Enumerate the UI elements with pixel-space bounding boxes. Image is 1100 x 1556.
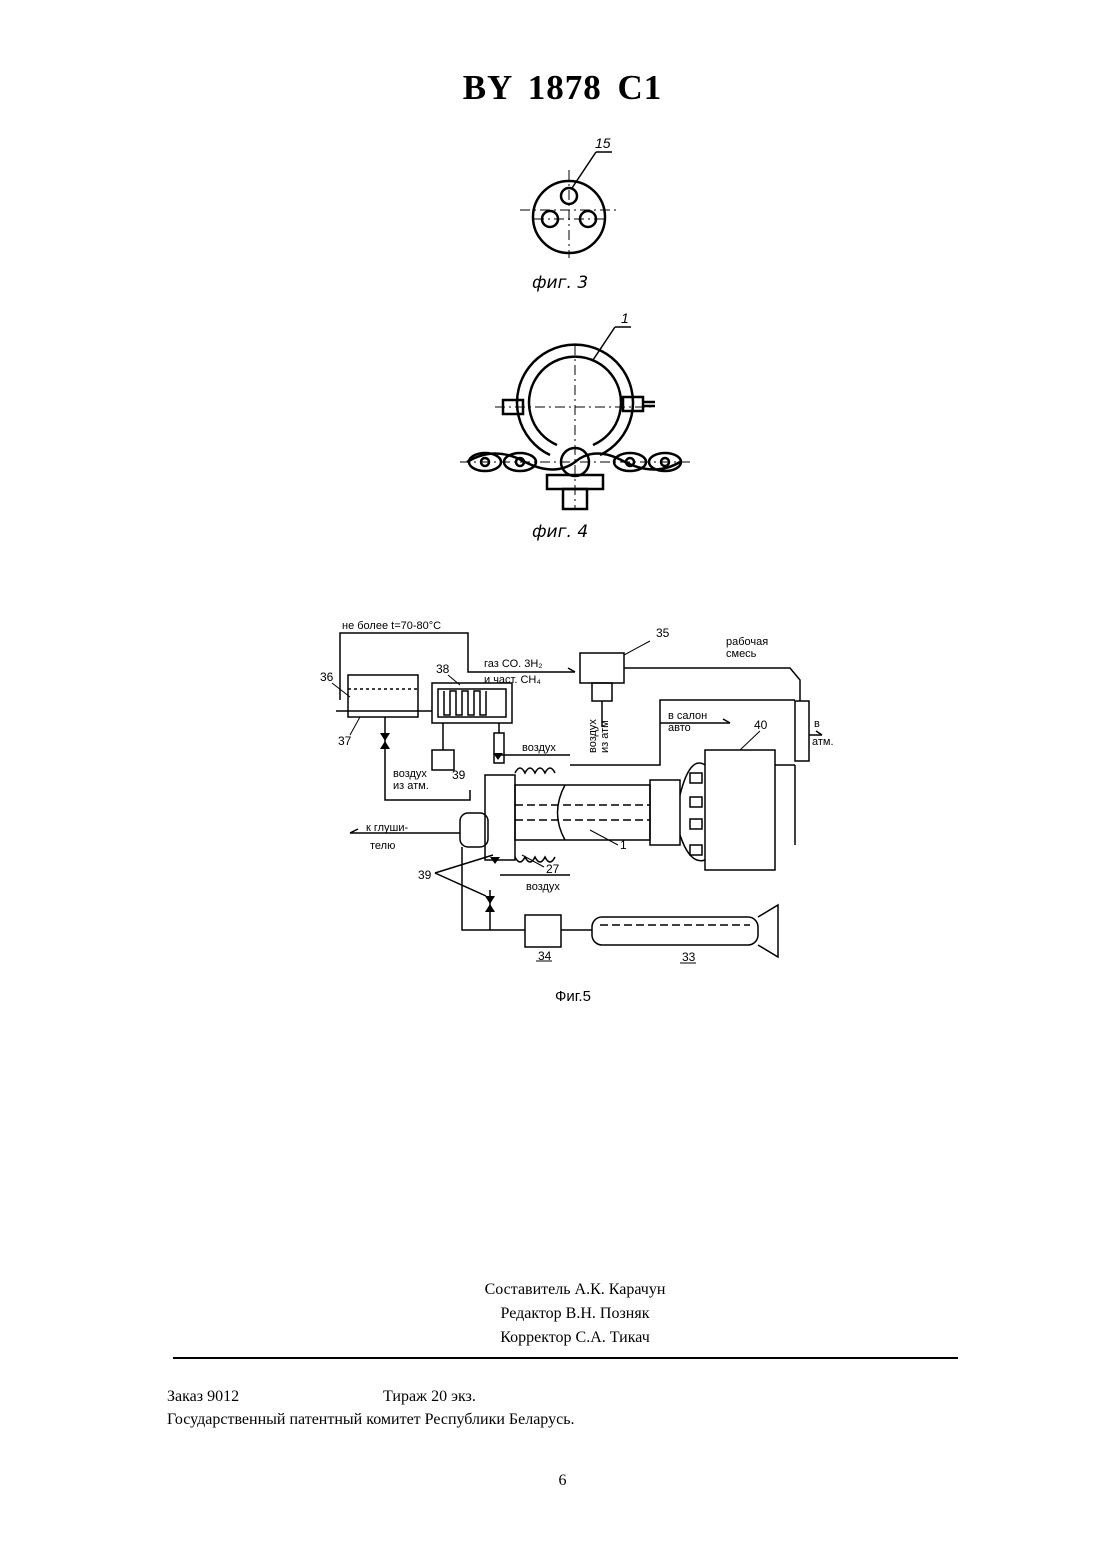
fig5-work-mix2: смесь [726, 648, 757, 660]
figure-4-drawing: 1 [455, 305, 695, 515]
print-run: Тираж 20 экз. [383, 1386, 476, 1408]
fig5-air-from-atm2: из атм. [393, 780, 429, 792]
fig5-to-cabin1: в салон [668, 710, 707, 722]
fig4-callout-1: 1 [621, 310, 629, 326]
fig3-caption: фиг. 3 [532, 273, 588, 293]
page-number: 6 [0, 1472, 1100, 1490]
fig5-num-27: 27 [546, 862, 560, 876]
fig5-caption: Фиг.5 [555, 988, 591, 1005]
fig5-num-36: 36 [320, 670, 334, 684]
fig5-num-39a: 39 [452, 768, 466, 782]
fig5-air-top: воздух [522, 742, 556, 754]
fig5-air-atm-vert2: из атм [599, 720, 611, 753]
fig5-to-muffler2: телю [370, 840, 395, 852]
fig5-temp-note: не более t=70-80°C [342, 620, 441, 632]
fig5-air-atm-vert1: воздух [587, 719, 599, 753]
fig5-to-atm1: в [814, 718, 820, 730]
publisher-line: Государственный патентный комитет Респуб… [167, 1409, 575, 1431]
credit-corrector: Корректор С.А. Тикач [0, 1326, 1100, 1350]
fig5-num-33: 33 [682, 950, 696, 964]
fig5-to-muffler1: к глуши- [366, 822, 409, 834]
footer-divider [173, 1357, 958, 1359]
fig5-to-cabin2: авто [668, 722, 691, 734]
fig5-air-from-atm1: воздух [393, 768, 427, 780]
fig5-gas-line2: и част. СН₄ [484, 674, 541, 686]
fig5-num-37: 37 [338, 734, 352, 748]
fig5-gas-line1: газ СО. 3Н₂ [484, 658, 543, 670]
fig5-num-38: 38 [436, 662, 450, 676]
fig5-num-39b: 39 [418, 868, 432, 882]
fig3-callout-15: 15 [595, 135, 611, 151]
fig5-num-40: 40 [754, 718, 768, 732]
order-number: Заказ 9012 [167, 1386, 239, 1408]
credit-editor: Редактор В.Н. Позняк [0, 1302, 1100, 1326]
credit-compiler: Составитель А.К. Карачун [0, 1278, 1100, 1302]
fig5-num-1: 1 [620, 838, 627, 852]
fig5-to-atm2: атм. [812, 736, 834, 748]
fig4-caption: фиг. 4 [532, 522, 588, 542]
fig5-work-mix1: рабочая [726, 636, 768, 648]
figure-3-drawing: 15 [500, 130, 640, 260]
document-title: BY 1878 C1 [0, 68, 1100, 108]
fig5-air-bottom: воздух [526, 881, 560, 893]
figure-5-schematic: не более t=70-80°C газ СО. 3Н₂ и част. С… [300, 605, 860, 975]
fig5-num-35: 35 [656, 626, 670, 640]
